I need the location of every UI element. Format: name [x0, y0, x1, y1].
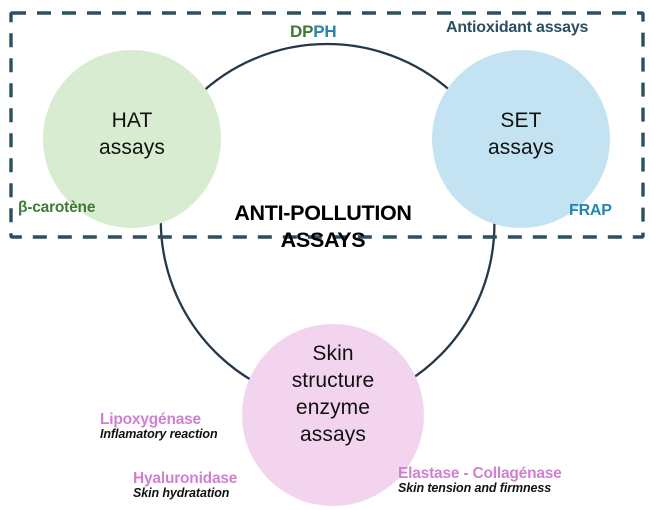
node-label-hat-line1: HAT	[111, 109, 153, 132]
assay-label-lipoxygenase-subtitle: Inflamatory reaction	[100, 426, 218, 441]
assay-label-elastase-collagenase-subtitle: Skin tension and firmness	[398, 480, 552, 495]
assay-label-beta-carotene: β-carotène	[18, 199, 96, 216]
node-circle-set[interactable]	[432, 50, 610, 228]
node-label-hat-line2: assays	[99, 135, 165, 159]
assay-label-hyaluronidase-subtitle: Skin hydratation	[133, 485, 230, 500]
assay-label-lipoxygenase-title: Lipoxygénase	[100, 411, 201, 428]
node-label-skin-line2: structure	[291, 368, 375, 392]
node-label-hat: HAT assays	[52, 108, 212, 162]
node-label-skin-line4: assays	[300, 422, 366, 446]
node-label-set-line2: assays	[488, 135, 554, 159]
assay-label-dpph: DPPH	[290, 22, 337, 41]
arc-set-to-skin	[398, 210, 496, 388]
connector-arcs	[159, 42, 496, 388]
node-label-skin-line1: Skin	[312, 342, 354, 365]
assay-label-dpph-part2: PH	[313, 22, 337, 41]
arc-hat-to-set	[195, 42, 459, 99]
arc-skin-to-hat	[159, 209, 264, 388]
assay-label-hyaluronidase: Hyaluronidase Skin hydratation	[133, 471, 237, 500]
assay-label-frap: FRAP	[569, 202, 612, 219]
assay-label-lipoxygenase: Lipoxygénase Inflamatory reaction	[100, 411, 218, 441]
page-title-line1: ANTI-POLLUTION	[234, 201, 412, 225]
node-label-set: SET assays	[441, 108, 601, 162]
assay-label-elastase-collagenase: Elastase - Collagénase Skin tension and …	[398, 466, 562, 495]
antioxidant-assays-label: Antioxidant assays	[446, 19, 589, 36]
page-title-line2: ASSAYS	[280, 228, 366, 253]
page-title: ANTI-POLLUTION ASSAYS	[183, 200, 463, 254]
node-circle-hat[interactable]	[43, 50, 221, 228]
assay-label-elastase-collagenase-title: Elastase - Collagénase	[398, 465, 562, 482]
node-label-skin-line3: enzyme	[295, 395, 371, 419]
assay-label-dpph-part1: DP	[290, 22, 314, 41]
node-label-set-line1: SET	[500, 109, 542, 132]
assay-label-hyaluronidase-title: Hyaluronidase	[133, 470, 238, 487]
node-circle-skin[interactable]	[242, 324, 424, 506]
node-label-skin: Skin structure enzyme assays	[253, 341, 413, 449]
